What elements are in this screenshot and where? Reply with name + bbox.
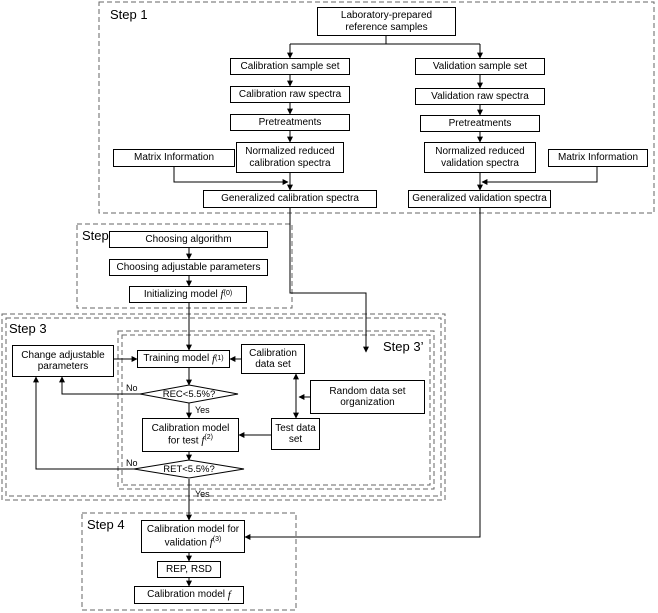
matrix-information-right-text: Matrix Information <box>557 152 639 164</box>
pretreatments-calibration-node: Pretreatments <box>230 114 350 131</box>
no-label-rec: No <box>126 383 138 393</box>
rec-decision-shape <box>139 384 239 404</box>
no-label-ret: No <box>126 458 138 468</box>
validation-sample-set-text: Validation sample set <box>432 60 528 72</box>
calibration-raw-spectra-node: Calibration raw spectra <box>230 86 350 103</box>
calibration-model-validation-node: Calibration model for validation f(3) <box>141 520 245 553</box>
step1-container <box>98 1 655 214</box>
function-symbol: f <box>227 588 231 601</box>
ret-decision-shape <box>133 459 245 479</box>
normalized-calibration-text: Normalized reduced calibration spectra <box>245 146 335 169</box>
function-symbol: f <box>201 434 205 447</box>
calibration-model-test-text: Calibration model for test <box>151 422 230 447</box>
rep-rsd-node: REP, RSD <box>157 561 221 578</box>
validation-raw-spectra-text: Validation raw spectra <box>431 90 529 102</box>
ret-decision-label: RET<5.5%? <box>163 464 215 475</box>
function-symbol: f <box>209 536 213 549</box>
normalized-validation-node: Normalized reduced validation spectra <box>424 142 536 173</box>
calibration-model-final-text: Calibration model <box>147 589 225 601</box>
calibration-raw-spectra-text: Calibration raw spectra <box>238 88 342 100</box>
training-model-text: Training model <box>143 353 210 365</box>
training-model-node: Training model f(1) <box>137 350 230 368</box>
lab-samples-text: Laboratory-prepared reference samples <box>340 10 433 33</box>
generalized-validation-text: Generalized validation spectra <box>412 193 547 205</box>
calibration-model-test-node: Calibration model for test f(2) <box>142 418 239 452</box>
calibration-sample-set-text: Calibration sample set <box>240 60 340 72</box>
yes-label-rec: Yes <box>195 405 210 415</box>
calibration-model-test-superscript: (2) <box>204 434 213 442</box>
rec-decision-label: REC<5.5%? <box>162 389 216 400</box>
normalized-validation-text: Normalized reduced validation spectra <box>435 146 525 169</box>
step1-label: Step 1 <box>110 7 148 22</box>
calibration-model-validation-superscript: (3) <box>212 535 222 543</box>
calibration-model-final-node: Calibration model f <box>134 586 244 604</box>
random-data-org-node: Random data set organization <box>310 380 425 414</box>
step4-label: Step 4 <box>87 517 125 532</box>
training-model-superscript: (1) <box>215 354 224 362</box>
initializing-model-superscript: (0) <box>223 290 233 298</box>
rep-rsd-text: REP, RSD <box>166 563 212 575</box>
matrix-information-left-node: Matrix Information <box>113 149 235 167</box>
step3p-container-inner <box>121 334 431 486</box>
validation-raw-spectra-node: Validation raw spectra <box>415 88 545 105</box>
step3p-label: Step 3’ <box>383 339 424 354</box>
normalized-calibration-node: Normalized reduced calibration spectra <box>236 142 344 173</box>
test-data-set-text: Test data set <box>275 422 316 446</box>
pretreatments-validation-text: Pretreatments <box>448 117 512 129</box>
pretreatments-validation-node: Pretreatments <box>420 115 540 132</box>
test-data-set-node: Test data set <box>271 418 320 450</box>
matrix-information-left-text: Matrix Information <box>133 152 215 164</box>
calibration-sample-set-node: Calibration sample set <box>230 58 350 75</box>
calibration-data-set-text: Calibration data set <box>249 347 297 371</box>
function-symbol: f <box>211 352 216 365</box>
step3p-container-outer <box>117 330 435 490</box>
pretreatments-calibration-text: Pretreatments <box>258 116 322 128</box>
calibration-data-set-node: Calibration data set <box>241 344 305 374</box>
function-symbol: f <box>220 288 224 301</box>
step2-label: Step2 <box>82 228 116 243</box>
validation-sample-set-node: Validation sample set <box>415 58 545 75</box>
yes-label-ret: Yes <box>195 489 210 499</box>
change-parameters-text: Change adjustable parameters <box>21 349 105 373</box>
generalized-calibration-text: Generalized calibration spectra <box>221 193 359 205</box>
choosing-parameters-node: Choosing adjustable parameters <box>109 259 268 276</box>
step3-container-inner <box>5 317 442 497</box>
choosing-parameters-text: Choosing adjustable parameters <box>116 261 261 273</box>
choosing-algorithm-text: Choosing algorithm <box>145 233 232 245</box>
calibration-model-validation-text: Calibration model for validation <box>146 524 240 549</box>
step2-container <box>76 223 293 309</box>
change-parameters-node: Change adjustable parameters <box>12 345 114 377</box>
generalized-calibration-node: Generalized calibration spectra <box>203 190 377 208</box>
choosing-algorithm-node: Choosing algorithm <box>109 231 268 248</box>
step3-label: Step 3 <box>9 321 47 336</box>
step3-container-outer <box>1 313 446 501</box>
matrix-information-right-node: Matrix Information <box>548 149 648 167</box>
initializing-model-text: Initializing model <box>143 288 218 300</box>
random-data-org-text: Random data set organization <box>329 385 406 409</box>
lab-samples-node: Laboratory-prepared reference samples <box>317 7 456 36</box>
generalized-validation-node: Generalized validation spectra <box>408 190 551 208</box>
initializing-model-node: Initializing model f(0) <box>129 286 247 303</box>
